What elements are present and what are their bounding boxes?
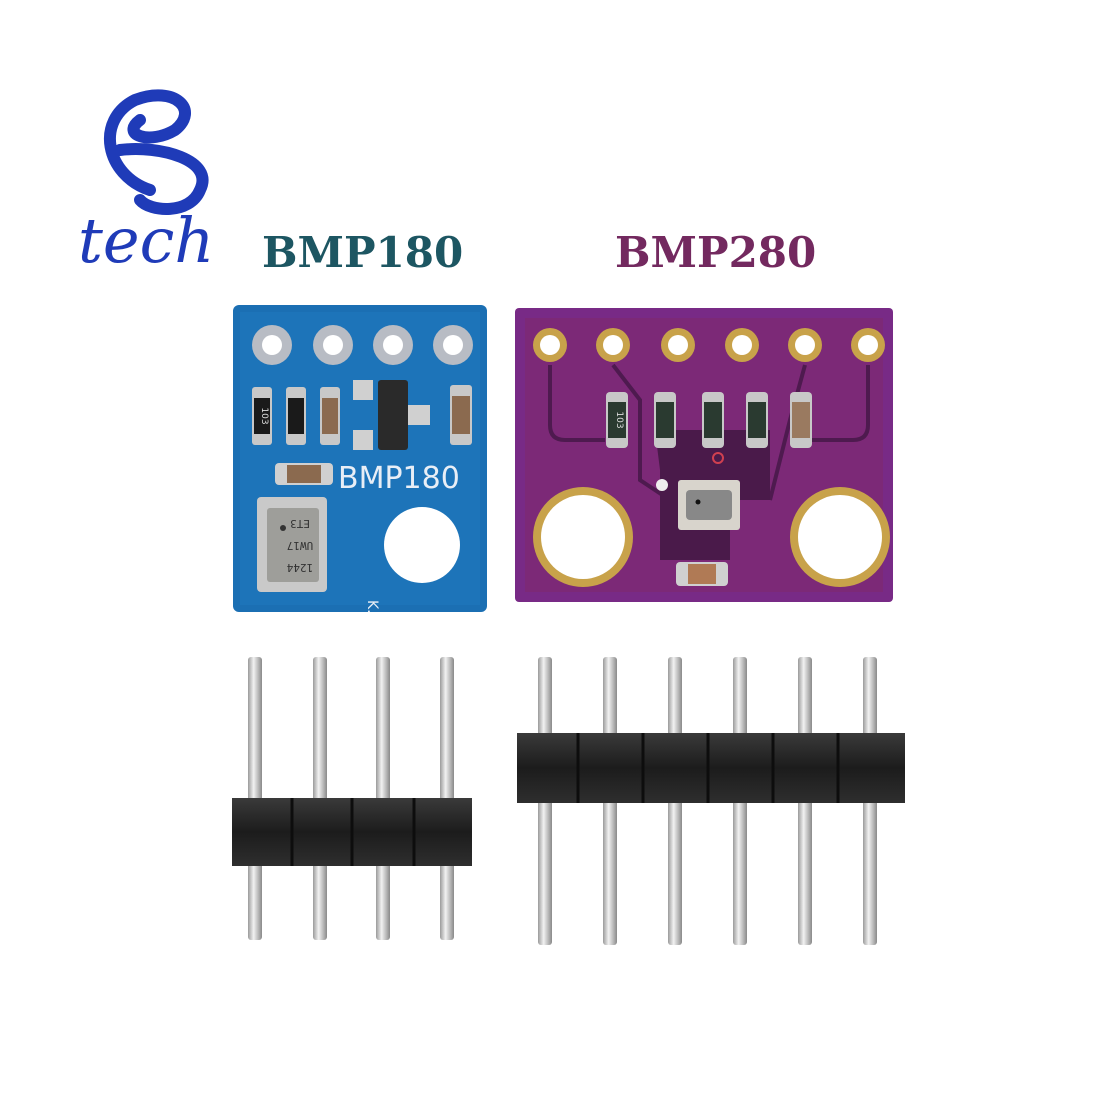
- bmp180-resistor-marking: 103: [259, 407, 269, 424]
- bmp280-board: 103: [515, 308, 893, 602]
- logo-e-glyph: [104, 89, 209, 215]
- sensor-marking-line: ET3: [290, 517, 310, 530]
- logo: tech: [78, 89, 214, 277]
- sensor-marking-line: UW17: [287, 539, 314, 552]
- sensor-marking-line: 1244: [286, 561, 313, 574]
- header-6-pin: [517, 657, 905, 945]
- bmp180-mounting-hole: [384, 507, 460, 583]
- bmp180-title: BMP180: [262, 228, 464, 277]
- logo-text: tech: [78, 204, 214, 277]
- bmp280-pin-holes: [533, 328, 885, 362]
- header-4-pin: [232, 657, 472, 940]
- bmp280-resistor-marking: 103: [614, 411, 624, 428]
- bmp280-title: BMP280: [615, 228, 817, 277]
- bmp180-board: 103 BMP180 ET3 UW17 1244 K.: [233, 305, 487, 614]
- bmp180-silkscreen: BMP180: [338, 461, 460, 496]
- bmp180-pin-holes: [252, 325, 473, 365]
- bmp180-corner-mark: K.: [364, 600, 380, 614]
